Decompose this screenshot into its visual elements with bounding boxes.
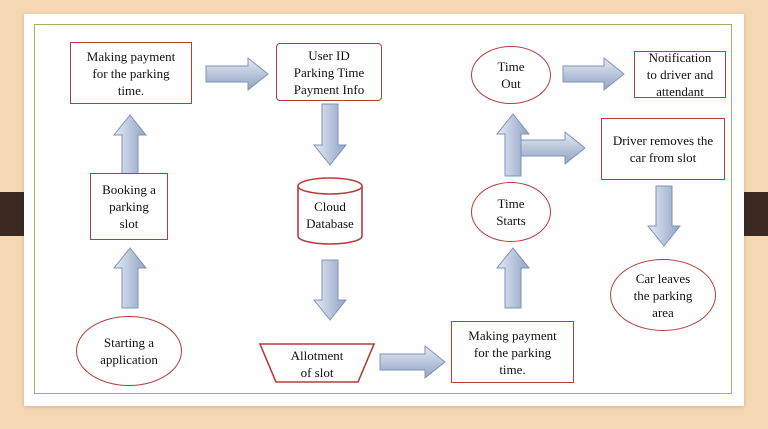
arrow-timestarts-to-driver: [519, 130, 586, 166]
making-payment-bottom-box: Making payment for the parking time.: [451, 321, 574, 383]
arrow-payment-to-userinfo: [205, 56, 269, 92]
cloud-database-label: Cloud Database: [306, 199, 354, 231]
arrow-booking-to-payment: [112, 114, 148, 175]
allotment-label: Allotment of slot: [290, 348, 344, 380]
booking-box: Booking a parking slot: [90, 173, 168, 240]
arrow-userinfo-to-cloud: [312, 103, 348, 166]
starting-app-label: Starting a application: [100, 335, 158, 367]
car-leaves-ellipse: Car leaves the parking area: [610, 259, 716, 331]
arrow-start-to-booking: [112, 247, 148, 309]
slide-frame: [34, 24, 732, 394]
time-starts-label: Time Starts: [496, 196, 526, 228]
notification-box: Notification to driver and attendant: [634, 50, 726, 99]
user-info-label: User ID Parking Time Payment Info: [293, 47, 365, 97]
starting-app-ellipse: Starting a application: [76, 316, 182, 386]
allotment-trapezoid: [258, 343, 376, 383]
arrow-payment-to-timestarts: [495, 247, 531, 309]
notification-label: Notification to driver and attendant: [646, 50, 714, 99]
arrow-cloud-to-allotment: [312, 259, 348, 321]
arrow-allotment-to-payment: [379, 344, 446, 380]
arrow-timeout-to-notification: [562, 56, 625, 92]
car-leaves-label: Car leaves the parking area: [633, 270, 693, 320]
user-info-box: User ID Parking Time Payment Info: [276, 43, 382, 101]
making-payment-top-label: Making payment for the parking time.: [86, 48, 176, 98]
making-payment-bottom-label: Making payment for the parking time.: [468, 327, 557, 377]
time-out-ellipse: Time Out: [471, 46, 551, 104]
arrow-driver-to-carleaves: [646, 185, 682, 247]
driver-removes-label: Driver removes the car from slot: [612, 133, 714, 165]
time-out-label: Time Out: [497, 59, 525, 91]
making-payment-top-box: Making payment for the parking time.: [70, 42, 192, 104]
driver-removes-box: Driver removes the car from slot: [601, 118, 725, 180]
cloud-database-cylinder: [297, 177, 363, 245]
booking-label: Booking a parking slot: [102, 182, 156, 231]
time-starts-ellipse: Time Starts: [471, 182, 551, 242]
arrow-timestarts-to-timeout: [495, 113, 531, 177]
